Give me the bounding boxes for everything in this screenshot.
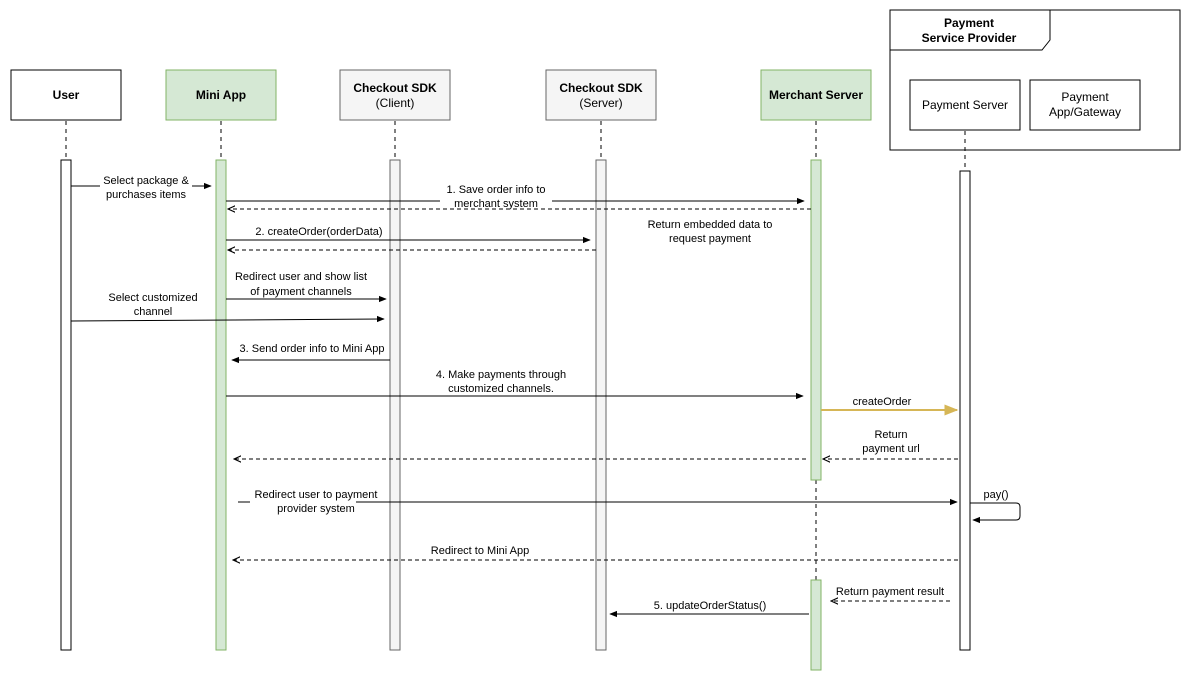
message-create-order: createOrder [821,396,959,416]
checkout-server-title: Checkout SDK [559,81,643,95]
message-pay: pay() [970,489,1021,524]
message-send-order-info: 3. Send order info to Mini App [231,343,390,364]
participant-payment-gateway: Payment App/Gateway [1029,79,1141,131]
mini-app-activation-bar [215,159,227,651]
message-select-channel: Select customized channel [70,292,385,323]
message-label-line1: Return [874,429,907,441]
message-label-line1: Select package & [103,175,189,187]
merchant-server-label: Merchant Server [769,88,863,102]
lifelines [65,121,966,580]
message-label-line1: Redirect user and show list [235,271,367,283]
message-return-result: Return payment result [831,586,950,601]
merchant-server-activation-bar [810,159,822,481]
message-return-url: Return payment url [234,429,958,459]
message-redirect-provider: Redirect user to payment provider system [238,487,958,517]
message-label-line1: 1. Save order info to [446,184,545,196]
message-label-line1: 2. createOrder(orderData) [255,226,382,238]
message-label-line2: customized channels. [448,383,554,395]
participant-user: User [10,69,122,121]
checkout-client-subtitle: (Client) [376,96,415,110]
message-label-line2: payment url [862,443,919,455]
message-make-payments: 4. Make payments through customized chan… [226,369,804,400]
payment-gateway-label-line2: App/Gateway [1049,105,1121,119]
checkout-server-subtitle: (Server) [579,96,622,110]
checkout-client-title: Checkout SDK [353,81,437,95]
message-label-line2: request payment [669,233,751,245]
payment-server-activation-bar [959,170,971,651]
user-label: User [53,88,80,102]
checkout-client-activation-bar [389,159,401,651]
message-label-line1: pay() [983,489,1008,501]
message-label-line1: Redirect to Mini App [431,545,529,557]
psp-title-line1: Payment [944,16,994,30]
message-label-line2: of payment channels [250,286,352,298]
message-label-line1: 3. Send order info to Mini App [240,343,385,355]
payment-gateway-label-line1: Payment [1061,90,1109,104]
message-update-status: 5. updateOrderStatus() [609,600,809,618]
participant-checkout-server: Checkout SDK (Server) [545,69,657,121]
mini-app-label: Mini App [196,88,246,102]
checkout-server-activation-bar [595,159,607,651]
message-label-line2: merchant system [454,198,538,210]
message-redirect-show: Redirect user and show list of payment c… [226,271,387,303]
message-redirect-mini: Redirect to Mini App [233,545,958,560]
message-label-line1: Redirect user to payment [255,489,378,501]
message-label-line1: 5. updateOrderStatus() [654,600,767,612]
message-save-order: 1. Save order info to merchant system [226,181,805,211]
message-return-embedded: Return embedded data to request payment [228,209,811,245]
user-activation-bar [60,159,72,651]
participant-merchant-server: Merchant Server [760,69,872,121]
message-create-order-data: 2. createOrder(orderData) [226,226,596,250]
message-select-package: Select package & purchases items [71,171,212,201]
message-label-line2: provider system [277,503,355,515]
message-label-line1: Return payment result [836,586,944,598]
message-label-line1: Return embedded data to [648,219,773,231]
message-label-line1: Select customized [108,292,197,304]
payment-server-label: Payment Server [922,98,1008,112]
message-label-line1: 4. Make payments through [436,369,566,381]
merchant-server-activation-bar-2 [810,579,822,671]
participant-payment-server: Payment Server [909,79,1021,131]
psp-title-line2: Service Provider [922,31,1017,45]
message-label-line2: channel [134,306,173,318]
message-label-line2: purchases items [106,189,187,201]
message-label-line1: createOrder [853,396,912,408]
participant-mini-app: Mini App [165,69,277,121]
participant-checkout-client: Checkout SDK (Client) [339,69,451,121]
